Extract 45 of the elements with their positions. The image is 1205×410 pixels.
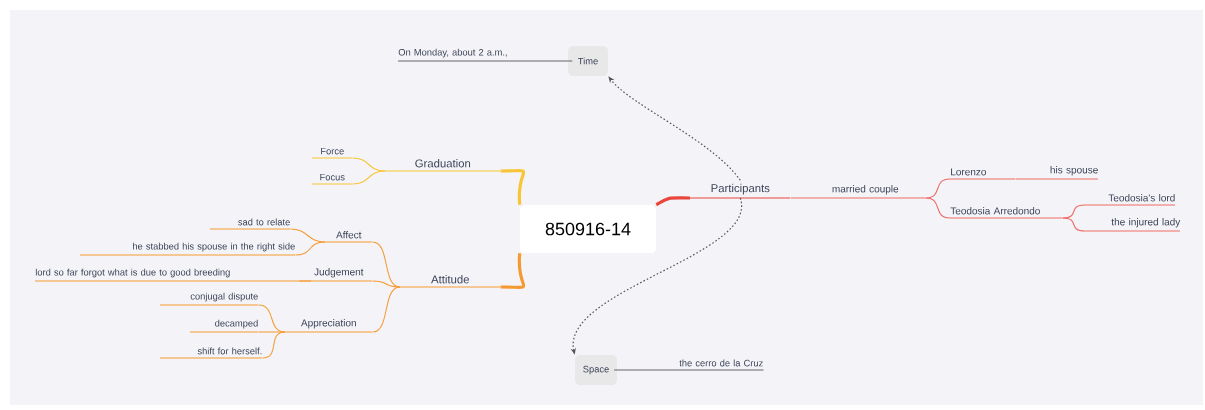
topic-box: Space: [575, 355, 617, 385]
subtopic-label: decamped: [189, 319, 259, 333]
subtopic-label: the cerro de la Cruz: [679, 359, 763, 367]
branch-line: [790, 197, 806, 199]
branch-line: [352, 157, 386, 172]
subtopic-label: Force: [311, 147, 353, 159]
central-topic-box: 850916-14: [520, 205, 656, 253]
main-topic-label: Participants: [689, 183, 791, 199]
branch-line: [258, 331, 286, 333]
branch-line: [925, 197, 951, 219]
branch-line: [925, 178, 951, 199]
branch-line: [299, 280, 312, 282]
subtopic-label: married couple: [804, 185, 926, 199]
subtopic-label: lord so far forgot what is due to good breeding: [34, 268, 306, 282]
subtopic-label: the injured lady: [1084, 218, 1181, 232]
subtopic-label: sad to relate: [209, 218, 291, 230]
main-topic-label: Graduation: [384, 159, 501, 172]
subtopic-label: shift for herself.: [159, 347, 263, 359]
branch-line: [500, 253, 526, 289]
relationship-arrow: [608, 76, 741, 181]
branch-line: [262, 331, 286, 359]
subtopic-label: conjugal dispute: [159, 292, 259, 306]
branch-line: [655, 196, 690, 207]
branch-line: [290, 228, 326, 243]
subtopic-label: Judgement: [304, 268, 373, 282]
topic-box: Time: [568, 46, 608, 76]
subtopic-label: On Monday, about 2 a.m.,: [398, 48, 507, 58]
branch-line: [1015, 178, 1026, 180]
branch-line: [397, 60, 573, 62]
branch-line: [352, 170, 386, 185]
subtopic-label: Lorenzo: [949, 168, 1016, 180]
subtopic-label: Affect: [324, 231, 373, 243]
subtopic-label: Teodosia's lord: [1084, 194, 1176, 206]
branch-line: [372, 286, 401, 333]
branch-line: [1062, 217, 1086, 232]
branch-line: [500, 169, 526, 205]
subtopic-label: Focus: [311, 173, 353, 185]
subtopic-label: he stabbed his spouse in the right side: [79, 242, 296, 256]
subtopic-label: Teodosia Arredondo: [949, 207, 1063, 219]
subtopic-label: Appreciation: [284, 319, 373, 333]
subtopic-label: his spouse: [1024, 166, 1099, 180]
branch-line: [295, 241, 326, 256]
main-topic-label: Attitude: [399, 275, 501, 288]
branch-line: [372, 280, 401, 288]
branch-line: [614, 369, 765, 371]
